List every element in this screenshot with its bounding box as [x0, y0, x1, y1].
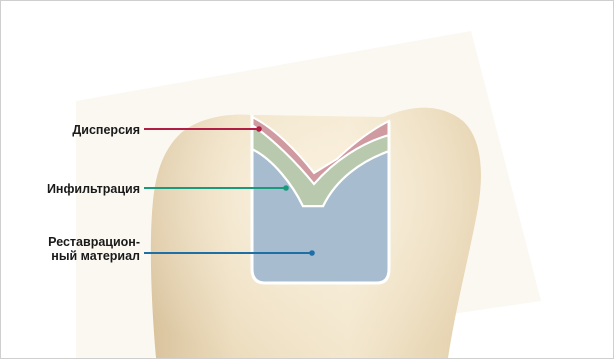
infiltration-leader-dot [283, 185, 289, 191]
label-restoration-line1: Реставрацион- [48, 235, 140, 249]
label-infiltration: Инфильтрация [47, 182, 140, 196]
label-restoration-line2: ный материал [51, 249, 140, 263]
label-dispersion: Дисперсия [72, 123, 140, 137]
restoration-leader-dot [309, 250, 315, 256]
dispersion-leader-dot [256, 126, 262, 132]
